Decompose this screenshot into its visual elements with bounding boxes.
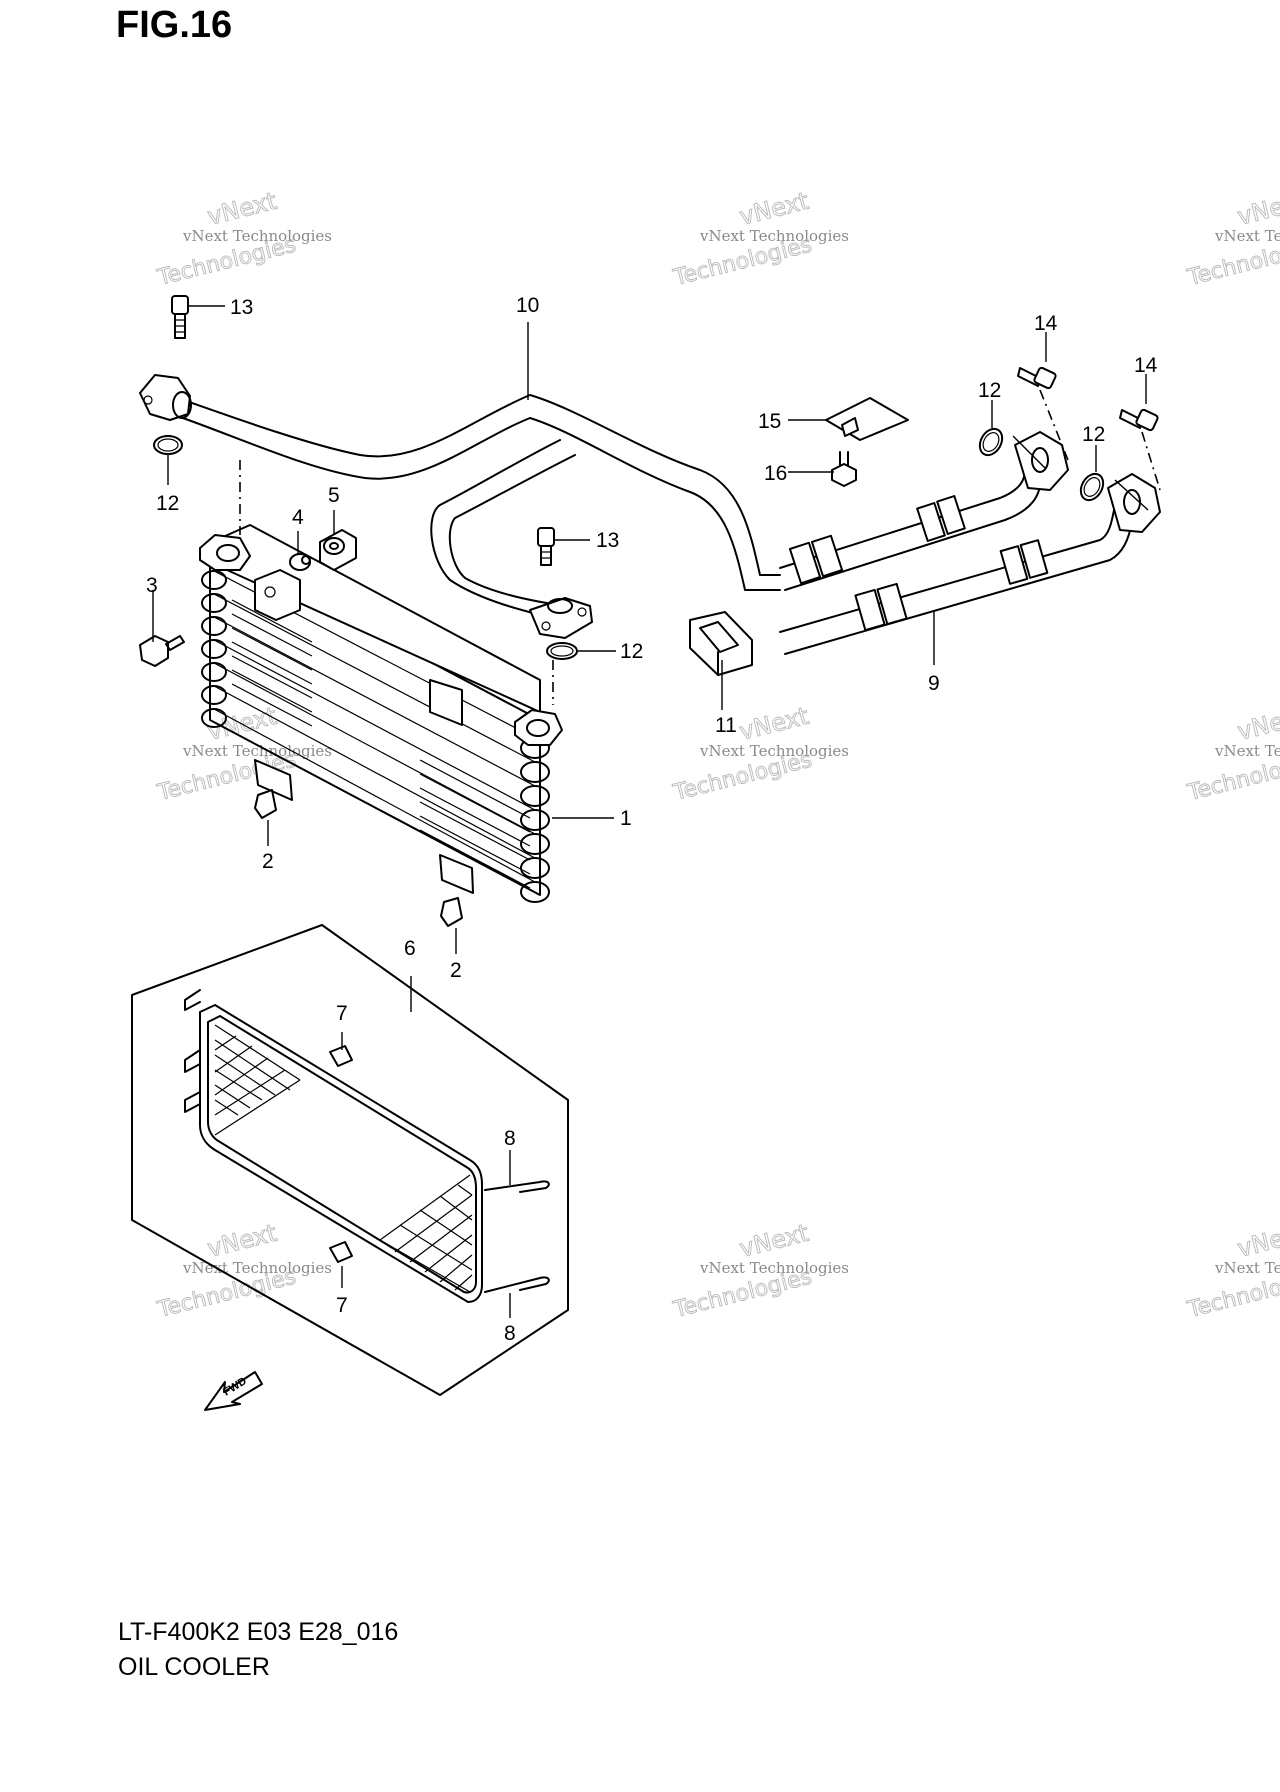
o-ring-12-b xyxy=(546,642,578,660)
watermark-bottom-right: vNext vNext Technologies Technologies xyxy=(1184,1218,1280,1323)
callout-14-b: 14 xyxy=(1134,354,1158,377)
bolt-14-a xyxy=(1017,366,1057,390)
watermark-brand: vNext xyxy=(737,187,812,231)
watermark-company: vNext Technologies xyxy=(1214,742,1280,760)
watermark-top-left: vNext vNext Technologies Technologies xyxy=(154,186,332,291)
clamp-15 xyxy=(825,397,909,441)
bolt-16 xyxy=(831,451,857,487)
collar-4 xyxy=(289,553,311,571)
watermark-company: vNext Technologies xyxy=(182,1259,332,1277)
callout-16: 16 xyxy=(764,462,787,485)
oil-cooler-guard xyxy=(131,924,569,1396)
callout-8-bottom: 8 xyxy=(504,1322,516,1345)
watermark-top-right: vNext vNext Technologies Technologies xyxy=(1184,186,1280,291)
watermark-middle-center: vNext vNext Technologies Technologies xyxy=(670,701,849,806)
callout-5: 5 xyxy=(328,484,340,507)
cushion-11 xyxy=(689,611,753,676)
grommet-5 xyxy=(319,529,357,571)
watermark-brand: vNext xyxy=(1235,702,1280,746)
o-ring-12-c xyxy=(978,427,1004,457)
watermark-company: vNext Technologies xyxy=(182,742,332,760)
callout-10: 10 xyxy=(516,294,539,317)
watermark-company: vNext Technologies xyxy=(182,227,332,245)
watermark-bottom-left: vNext vNext Technologies Technologies xyxy=(154,1218,332,1323)
callout-3: 3 xyxy=(146,574,158,597)
watermark-company: vNext Technologies xyxy=(699,227,849,245)
callout-6: 6 xyxy=(404,937,416,960)
watermark-top-center: vNext vNext Technologies Technologies xyxy=(670,186,849,291)
callout-13-middle: 13 xyxy=(596,529,619,552)
watermark-company: vNext Technologies xyxy=(699,1259,849,1277)
bolt-13-top xyxy=(171,295,189,339)
watermark-middle-right: vNext vNext Technologies Technologies xyxy=(1184,701,1280,806)
watermark-brand: vNext xyxy=(1235,187,1280,231)
watermark-brand: vNext xyxy=(205,1219,280,1263)
callout-12-middle: 12 xyxy=(620,640,643,663)
callout-7-top: 7 xyxy=(336,1002,348,1025)
watermark-company: vNext Technologies xyxy=(1214,1259,1280,1277)
callout-9: 9 xyxy=(928,672,940,695)
callout-7-bottom: 7 xyxy=(336,1294,348,1317)
callout-8-top: 8 xyxy=(504,1127,516,1150)
bolt-13-middle xyxy=(537,527,555,566)
watermark-company: vNext Technologies xyxy=(699,742,849,760)
callout-2-left: 2 xyxy=(262,850,274,873)
callout-15: 15 xyxy=(758,410,781,433)
callout-1: 1 xyxy=(620,807,632,830)
callout-4: 4 xyxy=(292,506,304,529)
oil-hose-assembly xyxy=(779,431,1161,655)
callout-11: 11 xyxy=(715,714,737,737)
fwd-arrow-icon: FWD xyxy=(204,1371,263,1411)
clip-2-a xyxy=(254,789,277,819)
callout-numbers: 13 10 12 3 4 5 13 12 1 2 2 6 7 7 8 8 11 … xyxy=(146,294,1158,1345)
section-name: OIL COOLER xyxy=(118,1653,270,1681)
watermark-brand: vNext xyxy=(737,702,812,746)
o-ring-12-a xyxy=(153,435,183,455)
oil-cooler-core xyxy=(199,524,563,903)
bolt-3 xyxy=(139,635,185,667)
leader-lines xyxy=(152,305,1147,1318)
callout-12-left: 12 xyxy=(156,492,179,515)
callout-12-right-b: 12 xyxy=(1082,423,1105,446)
o-ring-12-d xyxy=(1079,472,1105,502)
watermark-brand: vNext xyxy=(1235,1219,1280,1263)
watermark-brand: vNext xyxy=(737,1219,812,1263)
watermark-brand: vNext xyxy=(205,187,280,231)
model-code: LT-F400K2 E03 E28_016 xyxy=(118,1618,399,1646)
figure-title: FIG.16 xyxy=(116,4,233,46)
callout-2-right: 2 xyxy=(450,959,462,982)
callout-12-right-a: 12 xyxy=(978,379,1001,402)
watermark-middle-left: vNext vNext Technologies Technologies xyxy=(154,701,332,806)
callout-14-a: 14 xyxy=(1034,312,1058,335)
bolt-14-b xyxy=(1119,408,1159,432)
oil-pipe-upper xyxy=(139,374,781,639)
callout-13-top: 13 xyxy=(230,296,253,319)
alignment-lines xyxy=(239,389,1161,705)
clip-2-b xyxy=(440,897,463,927)
watermark-company: vNext Technologies xyxy=(1214,227,1280,245)
watermark-bottom-center: vNext vNext Technologies Technologies xyxy=(670,1218,849,1323)
